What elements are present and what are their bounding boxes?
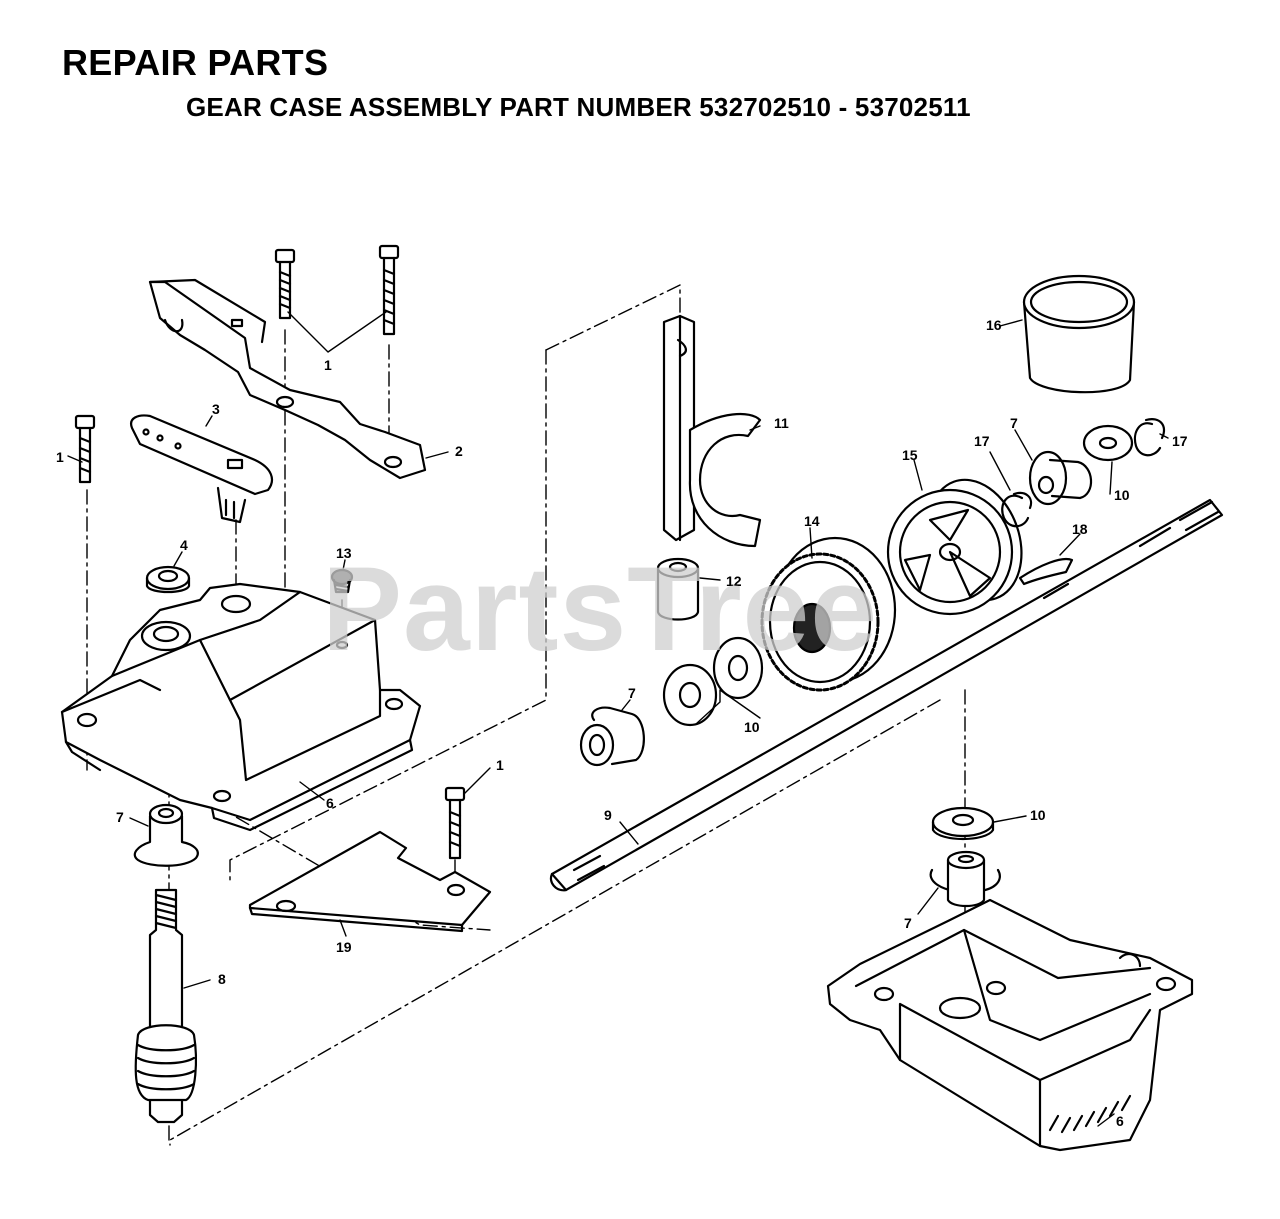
callout-2: 2 <box>455 443 463 459</box>
page-title: REPAIR PARTS <box>62 42 329 83</box>
e-clip-part-17-left <box>1001 491 1033 528</box>
leader-lines <box>67 311 1169 1127</box>
clutch-part-15 <box>886 478 1023 616</box>
callout-17-right: 17 <box>1172 433 1188 449</box>
callout-17-left: 17 <box>974 433 990 449</box>
spacer-part-12 <box>656 557 700 621</box>
callout-1-top: 1 <box>324 357 332 373</box>
screw-part-1-top-b <box>378 244 400 336</box>
callout-10-upper-right: 10 <box>1114 487 1130 503</box>
callout-18: 18 <box>1072 521 1088 537</box>
callout-16: 16 <box>986 317 1002 333</box>
washer-part-4 <box>145 565 191 594</box>
shift-fork-part-11 <box>662 314 762 548</box>
callout-19: 19 <box>336 939 352 955</box>
callout-11: 11 <box>774 415 789 431</box>
key-part-18 <box>1018 557 1074 586</box>
callout-7-left: 7 <box>116 809 124 825</box>
callout-7-center: 7 <box>628 685 636 701</box>
screw-part-1-top-a <box>274 248 296 320</box>
bushing-part-7-center <box>579 706 645 767</box>
bushing-part-16 <box>1022 274 1136 394</box>
bushing-part-7-upper-right <box>1028 450 1093 506</box>
callout-10-lower-right: 10 <box>1030 807 1046 823</box>
callout-6-lower: 6 <box>1116 1113 1124 1129</box>
callout-4: 4 <box>180 537 188 553</box>
bushing-part-7-lower-right <box>929 850 1001 908</box>
callout-1-left: 1 <box>56 449 64 465</box>
gasket-plate-part-19 <box>248 830 492 933</box>
bracket-part-2 <box>148 278 427 480</box>
callout-7-upper-right: 7 <box>1010 415 1018 431</box>
callout-labels: 1 1 1 2 3 4 6 6 7 7 7 7 8 9 10 10 10 11 … <box>56 317 1188 1129</box>
callout-3: 3 <box>212 401 220 417</box>
plug-part-13 <box>330 568 354 650</box>
screw-part-1-left <box>74 414 96 484</box>
callout-14: 14 <box>804 513 820 529</box>
callout-9: 9 <box>604 807 612 823</box>
callout-8: 8 <box>218 971 226 987</box>
gear-case-upper-part-6 <box>60 582 422 832</box>
washer-part-10-center-b <box>712 636 764 700</box>
callout-1-right: 1 <box>496 757 504 773</box>
gear-part-14 <box>760 536 897 692</box>
callout-10-center: 10 <box>744 719 760 735</box>
callout-13: 13 <box>336 545 352 561</box>
washer-part-10-lower-right <box>931 806 995 840</box>
callout-15: 15 <box>902 447 918 463</box>
callout-12: 12 <box>726 573 742 589</box>
screw-part-1-right <box>444 786 466 860</box>
washer-part-10-center-a <box>662 663 718 727</box>
page-subtitle: GEAR CASE ASSEMBLY PART NUMBER 532702510… <box>186 92 971 122</box>
shift-arm-part-3 <box>130 414 273 524</box>
callout-7-lower-right: 7 <box>904 915 912 931</box>
callout-6-upper: 6 <box>326 795 334 811</box>
worm-shaft-part-8 <box>134 888 198 1124</box>
washer-part-10-upper-right <box>1082 424 1134 462</box>
axle-shaft-part-9 <box>549 498 1224 892</box>
e-clip-part-17-right <box>1133 418 1166 457</box>
gear-case-lower-part-6 <box>826 898 1194 1152</box>
bushing-part-7-lower-left <box>133 803 199 867</box>
